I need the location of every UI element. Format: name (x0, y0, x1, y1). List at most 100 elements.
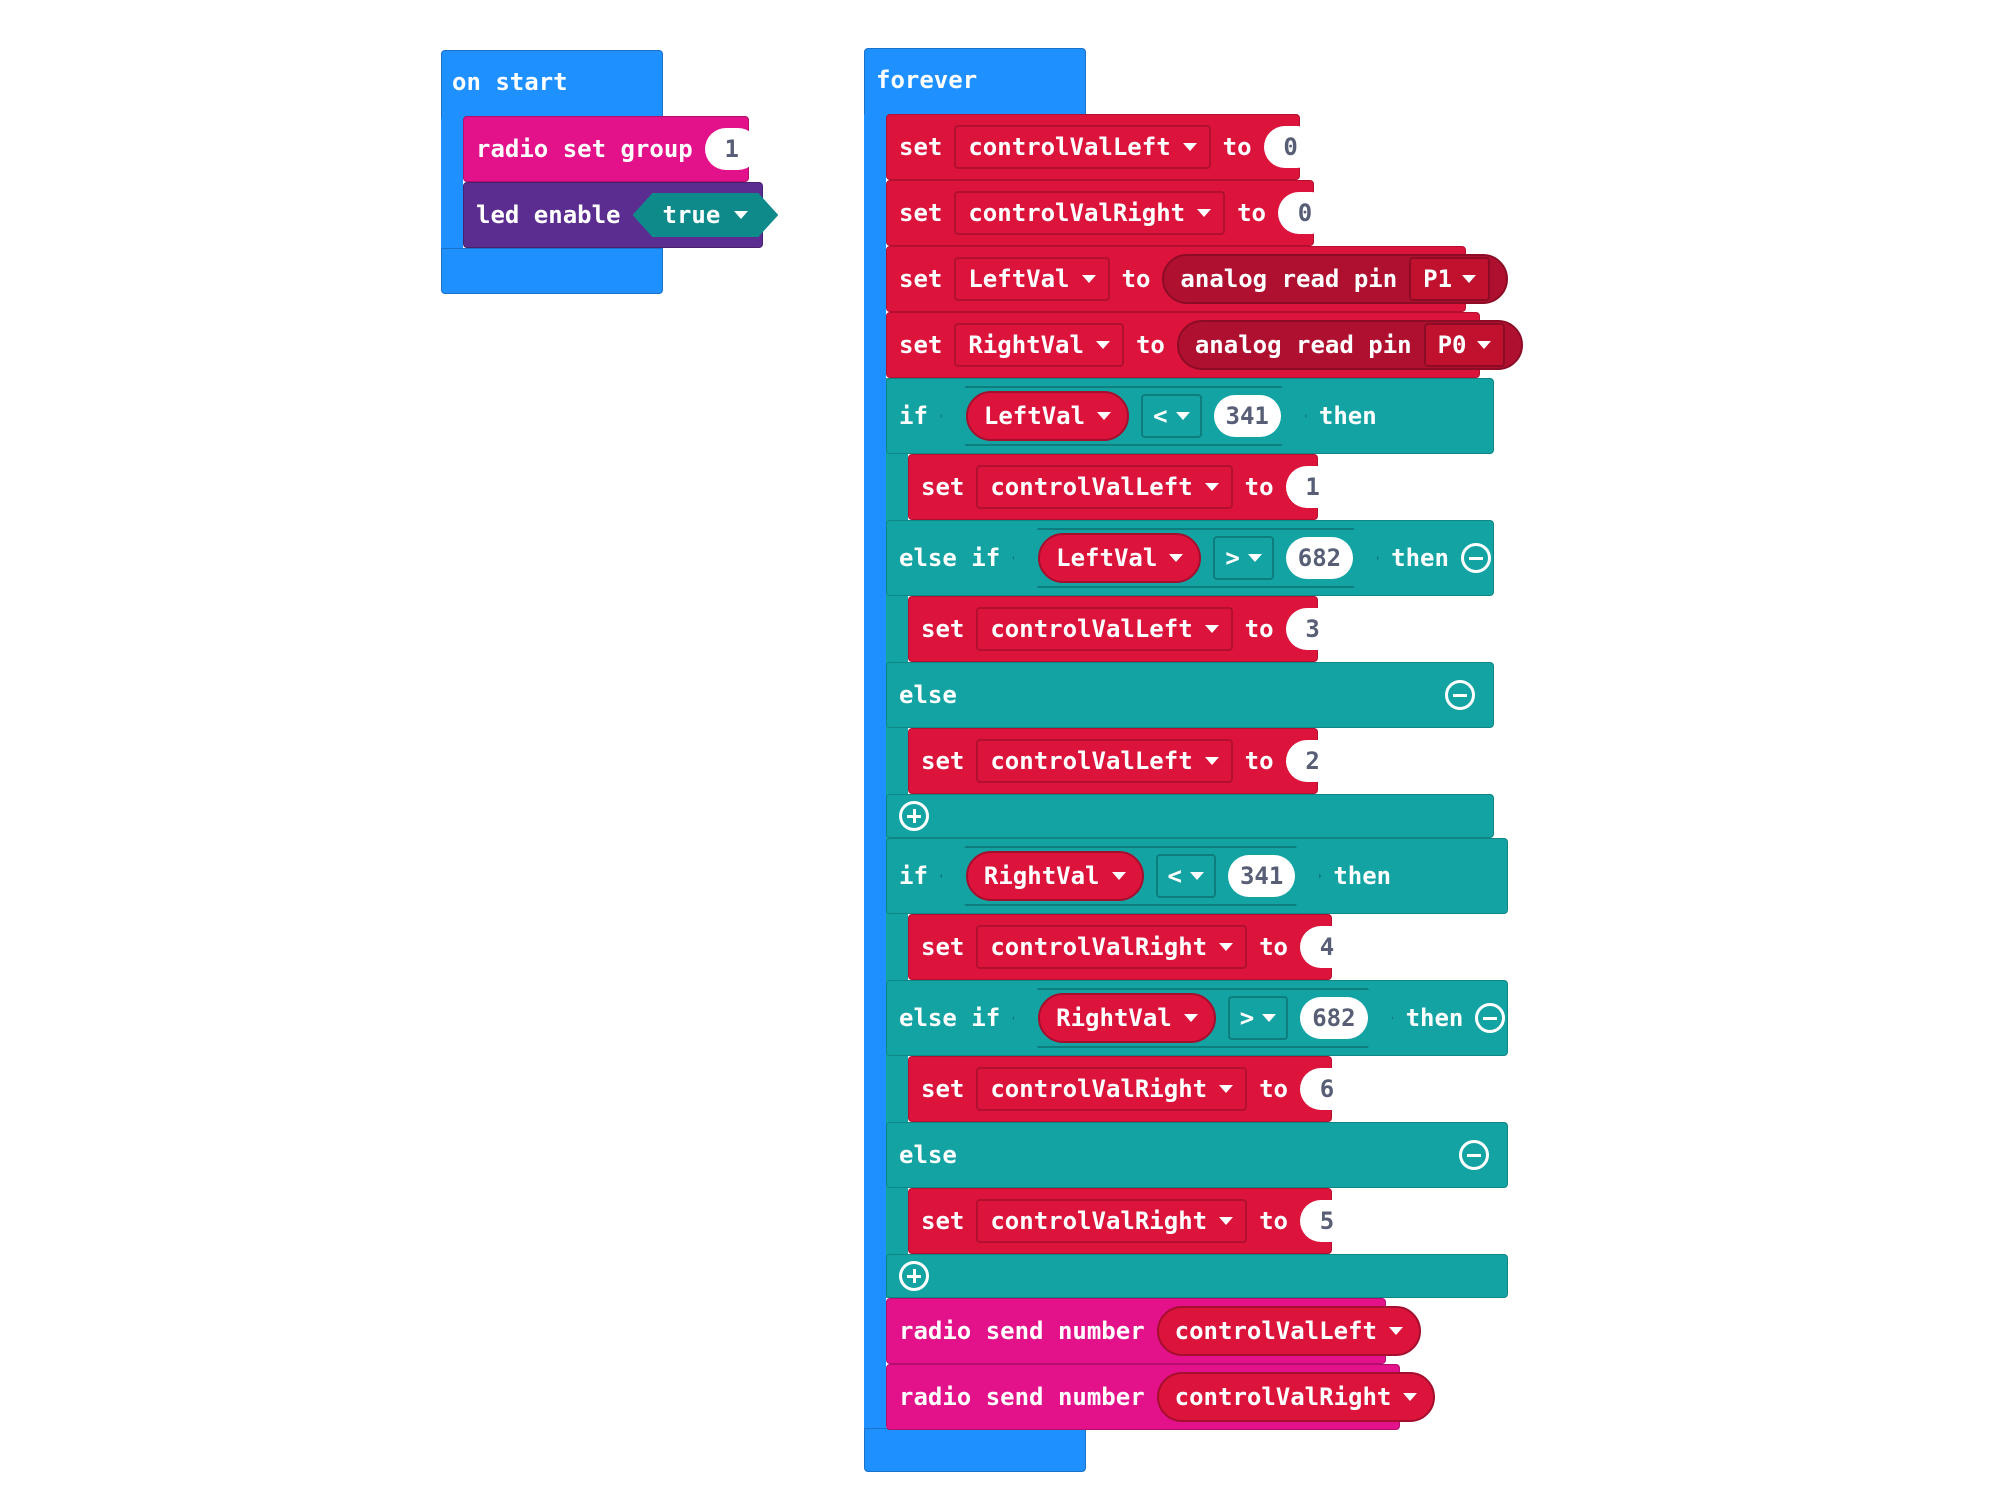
variable-name: controlValLeft (1174, 1317, 1377, 1345)
variable-reporter[interactable]: controlValRight (1156, 1372, 1436, 1422)
to-keyword: to (1121, 265, 1151, 293)
else-row[interactable]: else (886, 1122, 1508, 1188)
set-block[interactable]: set controlValLeft to 3 (908, 596, 1340, 662)
variable-reporter[interactable]: LeftVal (1038, 533, 1201, 583)
set-block[interactable]: set controlValLeft to 2 (908, 728, 1340, 794)
variable-name: LeftVal (968, 265, 1070, 293)
variable-name: controlValRight (1174, 1383, 1392, 1411)
set-block[interactable]: set controlValRight to 0 (886, 180, 1333, 246)
else-keyword: else (899, 681, 957, 709)
compare-condition[interactable]: RightVal > 682 (1012, 988, 1393, 1048)
variable-dropdown[interactable]: controlValRight (954, 191, 1226, 235)
radio-send-number-label: radio send number (899, 1383, 1145, 1411)
then-keyword: then (1333, 862, 1392, 890)
variable-reporter[interactable]: RightVal (1038, 993, 1216, 1043)
caret-down-icon (1097, 412, 1111, 420)
number-input[interactable]: 682 (1300, 997, 1367, 1039)
forever-hat[interactable] (864, 48, 1086, 118)
number-input[interactable]: 5 (1300, 1200, 1355, 1242)
radio-send-number-label: radio send number (899, 1317, 1145, 1345)
caret-down-icon (1248, 554, 1262, 562)
minus-circle-icon[interactable] (1475, 1003, 1506, 1033)
number-input[interactable]: 1 (1285, 466, 1340, 508)
variable-reporter[interactable]: LeftVal (966, 391, 1129, 441)
to-keyword: to (1244, 747, 1274, 775)
plus-circle-icon[interactable] (899, 1261, 929, 1291)
then-keyword: then (1391, 544, 1449, 572)
variable-dropdown[interactable]: controlValRight (976, 1067, 1248, 1111)
number-input[interactable]: 6 (1300, 1068, 1355, 1110)
operator-dropdown[interactable]: > (1213, 536, 1273, 580)
set-block[interactable]: set RightVal to analog read pin P0 (886, 312, 1523, 378)
set-block[interactable]: set controlValRight to 5 (908, 1188, 1355, 1254)
variable-dropdown[interactable]: controlValLeft (976, 739, 1233, 783)
minus-circle-icon[interactable] (1445, 680, 1475, 710)
caret-down-icon (1204, 483, 1219, 491)
variable-name: controlValRight (990, 1207, 1208, 1235)
radio-send-number-block[interactable]: radio send number controlValLeft (886, 1298, 1421, 1364)
set-block[interactable]: set controlValRight to 6 (908, 1056, 1355, 1122)
number-input[interactable]: 341 (1214, 395, 1281, 437)
true-boolean-dropdown[interactable]: true (633, 193, 779, 237)
set-block[interactable]: set controlValRight to 4 (908, 914, 1355, 980)
plus-circle-icon[interactable] (899, 801, 929, 831)
if-row[interactable]: if RightVal < 341 then (886, 838, 1508, 914)
caret-down-icon (1176, 412, 1190, 420)
minus-circle-icon[interactable] (1459, 1140, 1489, 1170)
else-row[interactable]: else (886, 662, 1494, 728)
group-number-input[interactable]: 1 (704, 128, 759, 170)
operator: > (1239, 1004, 1255, 1032)
variable-dropdown[interactable]: controlValRight (976, 1199, 1248, 1243)
analog-read-pin-reporter[interactable]: analog read pin P1 (1162, 254, 1509, 304)
radio-set-group-block[interactable]: radio set group 1 (463, 116, 759, 182)
variable-name: controlValRight (990, 1075, 1208, 1103)
variable-dropdown[interactable]: controlValLeft (976, 607, 1233, 651)
operator-dropdown[interactable]: < (1141, 394, 1201, 438)
if-keyword: if (899, 402, 928, 430)
forever-bottom (864, 1428, 1086, 1472)
compare-condition[interactable]: RightVal < 341 (940, 846, 1321, 906)
then-keyword: then (1405, 1004, 1464, 1032)
pin-value: P1 (1423, 265, 1453, 293)
forever-label: forever (876, 66, 978, 94)
on-start-hat[interactable] (441, 50, 663, 122)
number-input[interactable]: 682 (1286, 537, 1353, 579)
operator-dropdown[interactable]: < (1156, 854, 1216, 898)
variable-dropdown[interactable]: LeftVal (954, 257, 1110, 301)
set-block[interactable]: set controlValLeft to 1 (908, 454, 1340, 520)
number-input[interactable]: 0 (1278, 192, 1333, 234)
number-input[interactable]: 4 (1300, 926, 1355, 968)
number-input[interactable]: 2 (1285, 740, 1340, 782)
set-keyword: set (921, 1075, 965, 1103)
number-input[interactable]: 0 (1263, 126, 1318, 168)
minus-circle-icon[interactable] (1460, 543, 1491, 573)
set-keyword: set (899, 199, 943, 227)
caret-down-icon (1182, 143, 1197, 151)
caret-down-icon (1081, 275, 1096, 283)
else-if-row[interactable]: else if RightVal > 682 then (886, 980, 1508, 1056)
operator-dropdown[interactable]: > (1228, 996, 1288, 1040)
forever-spine (864, 114, 886, 1438)
pin-dropdown[interactable]: P0 (1423, 323, 1505, 367)
number-input[interactable]: 3 (1285, 608, 1340, 650)
led-enable-block[interactable]: led enable true (463, 182, 763, 248)
if-row[interactable]: if LeftVal < 341 then (886, 378, 1494, 454)
variable-dropdown[interactable]: RightVal (954, 323, 1124, 367)
variable-name: controlValLeft (990, 473, 1193, 501)
variable-reporter[interactable]: RightVal (966, 851, 1144, 901)
set-block[interactable]: set LeftVal to analog read pin P1 (886, 246, 1509, 312)
else-if-row[interactable]: else if LeftVal > 682 then (886, 520, 1494, 596)
variable-dropdown[interactable]: controlValLeft (976, 465, 1233, 509)
to-keyword: to (1244, 615, 1274, 643)
pin-dropdown[interactable]: P1 (1409, 257, 1491, 301)
compare-condition[interactable]: LeftVal < 341 (940, 386, 1307, 446)
analog-read-pin-reporter[interactable]: analog read pin P0 (1176, 320, 1523, 370)
variable-dropdown[interactable]: controlValRight (976, 925, 1248, 969)
set-block[interactable]: set controlValLeft to 0 (886, 114, 1318, 180)
radio-send-number-block[interactable]: radio send number controlValRight (886, 1364, 1436, 1430)
variable-dropdown[interactable]: controlValLeft (954, 125, 1211, 169)
if-bottom-row (886, 794, 1494, 838)
compare-condition[interactable]: LeftVal > 682 (1012, 528, 1379, 588)
number-input[interactable]: 341 (1228, 855, 1295, 897)
variable-reporter[interactable]: controlValLeft (1156, 1306, 1421, 1356)
